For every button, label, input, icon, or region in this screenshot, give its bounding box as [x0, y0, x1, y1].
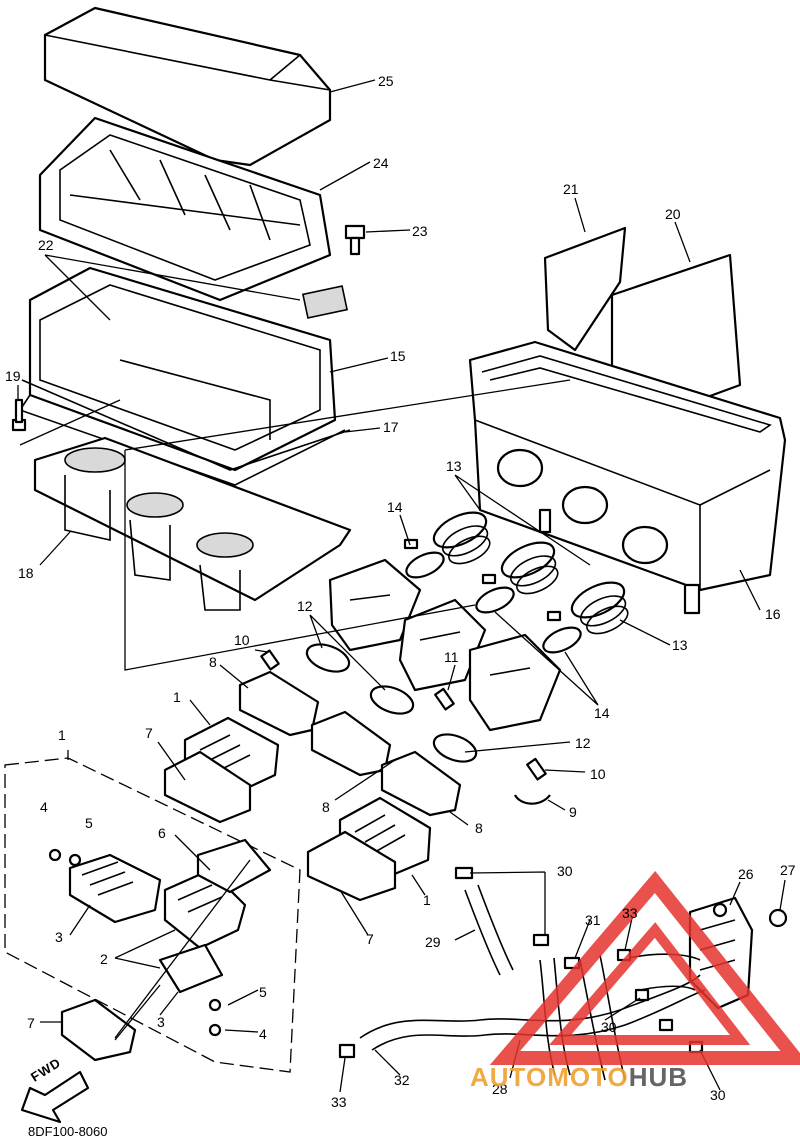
- callout-31: 31: [585, 912, 601, 928]
- callout-7-bottom: 7: [27, 1015, 35, 1031]
- callout-13-upper: 13: [446, 458, 462, 474]
- clip-9: [514, 794, 551, 805]
- callout-8-middle: 8: [322, 799, 330, 815]
- callout-3-left: 3: [55, 929, 63, 945]
- callout-1-lower: 1: [423, 892, 431, 908]
- callout-4-top: 4: [40, 799, 48, 815]
- callout-5-top: 5: [85, 815, 93, 831]
- diagram-code: 8DF100-8060: [28, 1124, 108, 1139]
- bolt-23: [344, 224, 366, 256]
- callout-30-bottom: 30: [710, 1087, 726, 1103]
- air-box-housing: [468, 340, 787, 615]
- callout-25: 25: [378, 73, 394, 89]
- watermark-logo: [489, 870, 800, 1065]
- callout-19: 19: [5, 368, 21, 384]
- callout-33-bottom: 33: [331, 1094, 347, 1110]
- callout-20: 20: [665, 206, 681, 222]
- callout-30-top: 30: [557, 863, 573, 879]
- reed-valve-upper: [163, 716, 280, 824]
- intake-joints: [238, 670, 462, 817]
- filter-sheet-21: [543, 226, 627, 352]
- callout-22: 22: [38, 237, 54, 253]
- intake-boots: [432, 511, 629, 635]
- reed-valve-detail: [4, 757, 301, 1073]
- callout-7-top: 7: [145, 725, 153, 741]
- callout-27: 27: [780, 862, 796, 878]
- callout-17: 17: [383, 419, 399, 435]
- callout-4-bottom: 4: [259, 1026, 267, 1042]
- callout-1-group: 1: [58, 727, 66, 743]
- callout-7-right: 7: [366, 931, 374, 947]
- callout-33-top: 33: [622, 905, 638, 921]
- callout-5-bottom: 5: [259, 984, 267, 1000]
- air-filter-frame: [38, 116, 332, 302]
- callout-32: 32: [394, 1072, 410, 1088]
- callout-23: 23: [412, 223, 428, 239]
- callout-15: 15: [390, 348, 406, 364]
- callout-3-bottom: 3: [157, 1014, 165, 1030]
- air-box-cover: [43, 6, 332, 167]
- callout-11: 11: [444, 649, 459, 665]
- callout-14-upper: 14: [387, 499, 403, 515]
- callout-6: 6: [158, 825, 166, 841]
- callout-14-lower: 14: [594, 705, 610, 721]
- callout-29: 29: [425, 934, 441, 950]
- bolts: [260, 649, 547, 781]
- callout-8-top: 8: [209, 654, 217, 670]
- carb-clamps-12: [305, 643, 478, 763]
- callout-10-upper: 10: [234, 632, 250, 648]
- leader-lines: [17, 79, 786, 1093]
- screw-19: [11, 398, 27, 432]
- watermark-text: AUTOMOTOHUB: [470, 1062, 688, 1093]
- callout-16: 16: [765, 606, 781, 622]
- callout-21: 21: [563, 181, 579, 197]
- reed-valve-lower: [306, 796, 432, 902]
- hose-clamps-14: [403, 538, 582, 654]
- callout-2: 2: [100, 951, 108, 967]
- callout-28: 28: [492, 1081, 508, 1097]
- watermark-moto: MOTO: [547, 1062, 629, 1092]
- callout-24: 24: [373, 155, 389, 171]
- gasket-17: [21, 379, 351, 471]
- callout-12-upper: 12: [297, 598, 313, 614]
- callout-30-middle: 30: [601, 1019, 617, 1035]
- callout-9: 9: [569, 804, 577, 820]
- callout-18: 18: [18, 565, 34, 581]
- callout-10-lower: 10: [590, 766, 606, 782]
- watermark-auto: AUTO: [470, 1062, 548, 1092]
- callout-12-lower: 12: [575, 735, 591, 751]
- callout-13-lower: 13: [672, 637, 688, 653]
- callout-26: 26: [738, 866, 754, 882]
- callout-8-right: 8: [475, 820, 483, 836]
- fwd-arrow: [20, 1070, 90, 1124]
- intake-base-plate: [33, 436, 352, 611]
- callout-1-upper: 1: [173, 689, 181, 705]
- watermark-hub: HUB: [628, 1062, 689, 1092]
